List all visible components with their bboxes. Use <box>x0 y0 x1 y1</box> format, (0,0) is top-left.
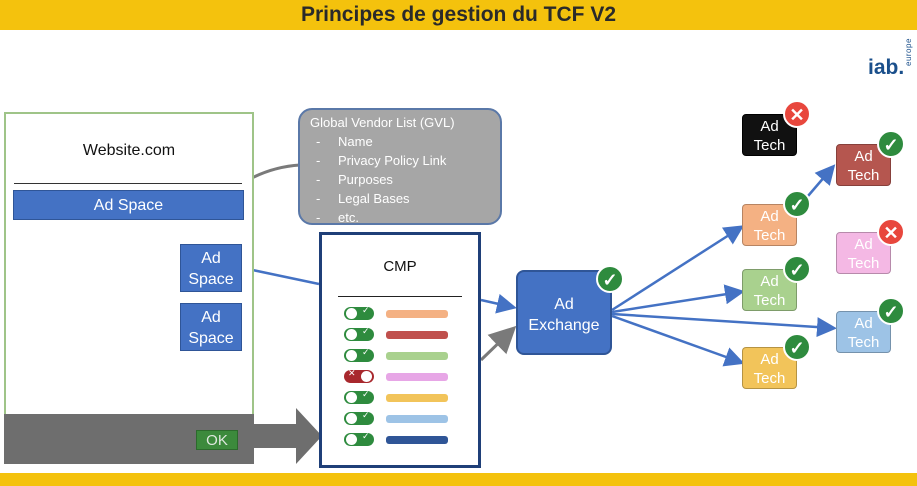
ad-tech-label: Tech <box>847 255 880 272</box>
ad-space-banner[interactable]: Ad Space <box>13 190 244 220</box>
check-icon: ✓ <box>362 410 370 420</box>
gvl-item: -Legal Bases <box>316 191 410 206</box>
ad-tech-label: Tech <box>847 167 880 184</box>
ad-tech-label: Ad <box>760 351 779 368</box>
purpose-bar <box>386 352 448 360</box>
check-icon: ✓ <box>783 333 811 361</box>
toggle-knob <box>346 392 357 403</box>
ad-tech-label: Tech <box>753 370 786 387</box>
ok-consent-arrow <box>254 408 322 464</box>
check-icon: ✓ <box>596 265 624 293</box>
toggle-knob <box>346 329 357 340</box>
ad-tech-label: Ad <box>854 315 873 332</box>
ad-space-label-line1: Ad <box>201 250 221 267</box>
gvl-item: -Purposes <box>316 172 393 187</box>
toggle-on[interactable]: ✓ <box>344 389 374 404</box>
purpose-bar <box>386 436 448 444</box>
footer-bar <box>0 473 917 486</box>
purpose-bar <box>386 394 448 402</box>
toggle-knob <box>346 350 357 361</box>
check-icon: ✓ <box>783 190 811 218</box>
close-icon: ✕ <box>877 218 905 246</box>
logo-text: iab. <box>868 56 905 79</box>
ok-button[interactable]: OK <box>196 430 238 450</box>
global-vendor-list-box: Global Vendor List (GVL) -Name -Privacy … <box>298 108 502 225</box>
check-icon: ✓ <box>362 347 370 357</box>
toggle-knob <box>346 308 357 319</box>
toggle-on[interactable]: ✓ <box>344 326 374 341</box>
toggle-on[interactable]: ✓ <box>344 347 374 362</box>
ad-space-label-line1: Ad <box>201 309 221 326</box>
check-icon: ✓ <box>362 326 370 336</box>
iab-europe-logo: iab. europe <box>868 38 916 82</box>
toggle-knob <box>361 371 372 382</box>
ad-space-square-2[interactable]: Ad Space <box>180 303 242 351</box>
ad-tech-label: Ad <box>760 273 779 290</box>
ad-space-square-1[interactable]: Ad Space <box>180 244 242 292</box>
ad-exchange-label-line2: Exchange <box>528 317 600 334</box>
purpose-bar <box>386 331 448 339</box>
ad-space-label-line2: Space <box>188 330 234 347</box>
check-icon: ✓ <box>362 389 370 399</box>
ad-tech-label: Ad <box>760 208 779 225</box>
ad-exchange-node: Ad Exchange <box>516 270 612 355</box>
gvl-item: -etc. <box>316 210 359 225</box>
cmp-title: CMP <box>383 258 417 275</box>
ad-tech-label: Tech <box>753 292 786 309</box>
gvl-item: -Name <box>316 134 373 149</box>
close-icon: ✕ <box>783 100 811 128</box>
toggle-knob <box>346 413 357 424</box>
ad-tech-label: Ad <box>760 118 779 135</box>
cmp-gray-arrow <box>479 325 517 362</box>
website-title: Website.com <box>82 142 176 159</box>
cmp-to-adx-arrow <box>480 293 517 314</box>
adx-to-vendor2-arrow <box>611 284 745 314</box>
purpose-bar <box>386 310 448 318</box>
page-title: Principes de gestion du TCF V2 <box>300 3 617 26</box>
adx-to-vendor1-arrow <box>611 225 745 312</box>
check-icon: ✓ <box>783 255 811 283</box>
ad-tech-label: Ad <box>854 236 873 253</box>
purpose-bar <box>386 373 448 381</box>
gvl-title: Global Vendor List (GVL) <box>310 115 455 130</box>
gvl-item: -Privacy Policy Link <box>316 153 447 168</box>
check-icon: ✓ <box>877 297 905 325</box>
gvl-items: -Name -Privacy Policy Link -Purposes -Le… <box>310 132 490 227</box>
cmp-divider <box>338 296 462 297</box>
ad-tech-label: Ad <box>854 148 873 165</box>
ad-tech-label: Tech <box>847 334 880 351</box>
check-icon: ✓ <box>362 305 370 315</box>
toggle-on[interactable]: ✓ <box>344 305 374 320</box>
purpose-bar <box>386 415 448 423</box>
ad-tech-label: Tech <box>753 227 786 244</box>
toggle-on[interactable]: ✓ <box>344 410 374 425</box>
title-bar: Principes de gestion du TCF V2 <box>0 0 917 30</box>
ad-exchange-label-line1: Ad <box>554 296 574 313</box>
ad-tech-label: Tech <box>753 137 786 154</box>
check-icon: ✓ <box>877 130 905 158</box>
toggle-knob <box>346 434 357 445</box>
adx-to-vendor3-arrow <box>611 312 837 338</box>
ad-to-cmp-line <box>242 266 320 286</box>
adx-to-vendor4-arrow <box>611 314 745 367</box>
ad-space-label-line2: Space <box>188 271 234 288</box>
website-divider <box>14 183 242 184</box>
toggle-on[interactable]: ✓ <box>344 431 374 446</box>
check-icon: ✓ <box>362 431 370 441</box>
close-icon: ✕ <box>348 368 356 378</box>
toggle-off[interactable]: ✕ <box>344 368 374 383</box>
